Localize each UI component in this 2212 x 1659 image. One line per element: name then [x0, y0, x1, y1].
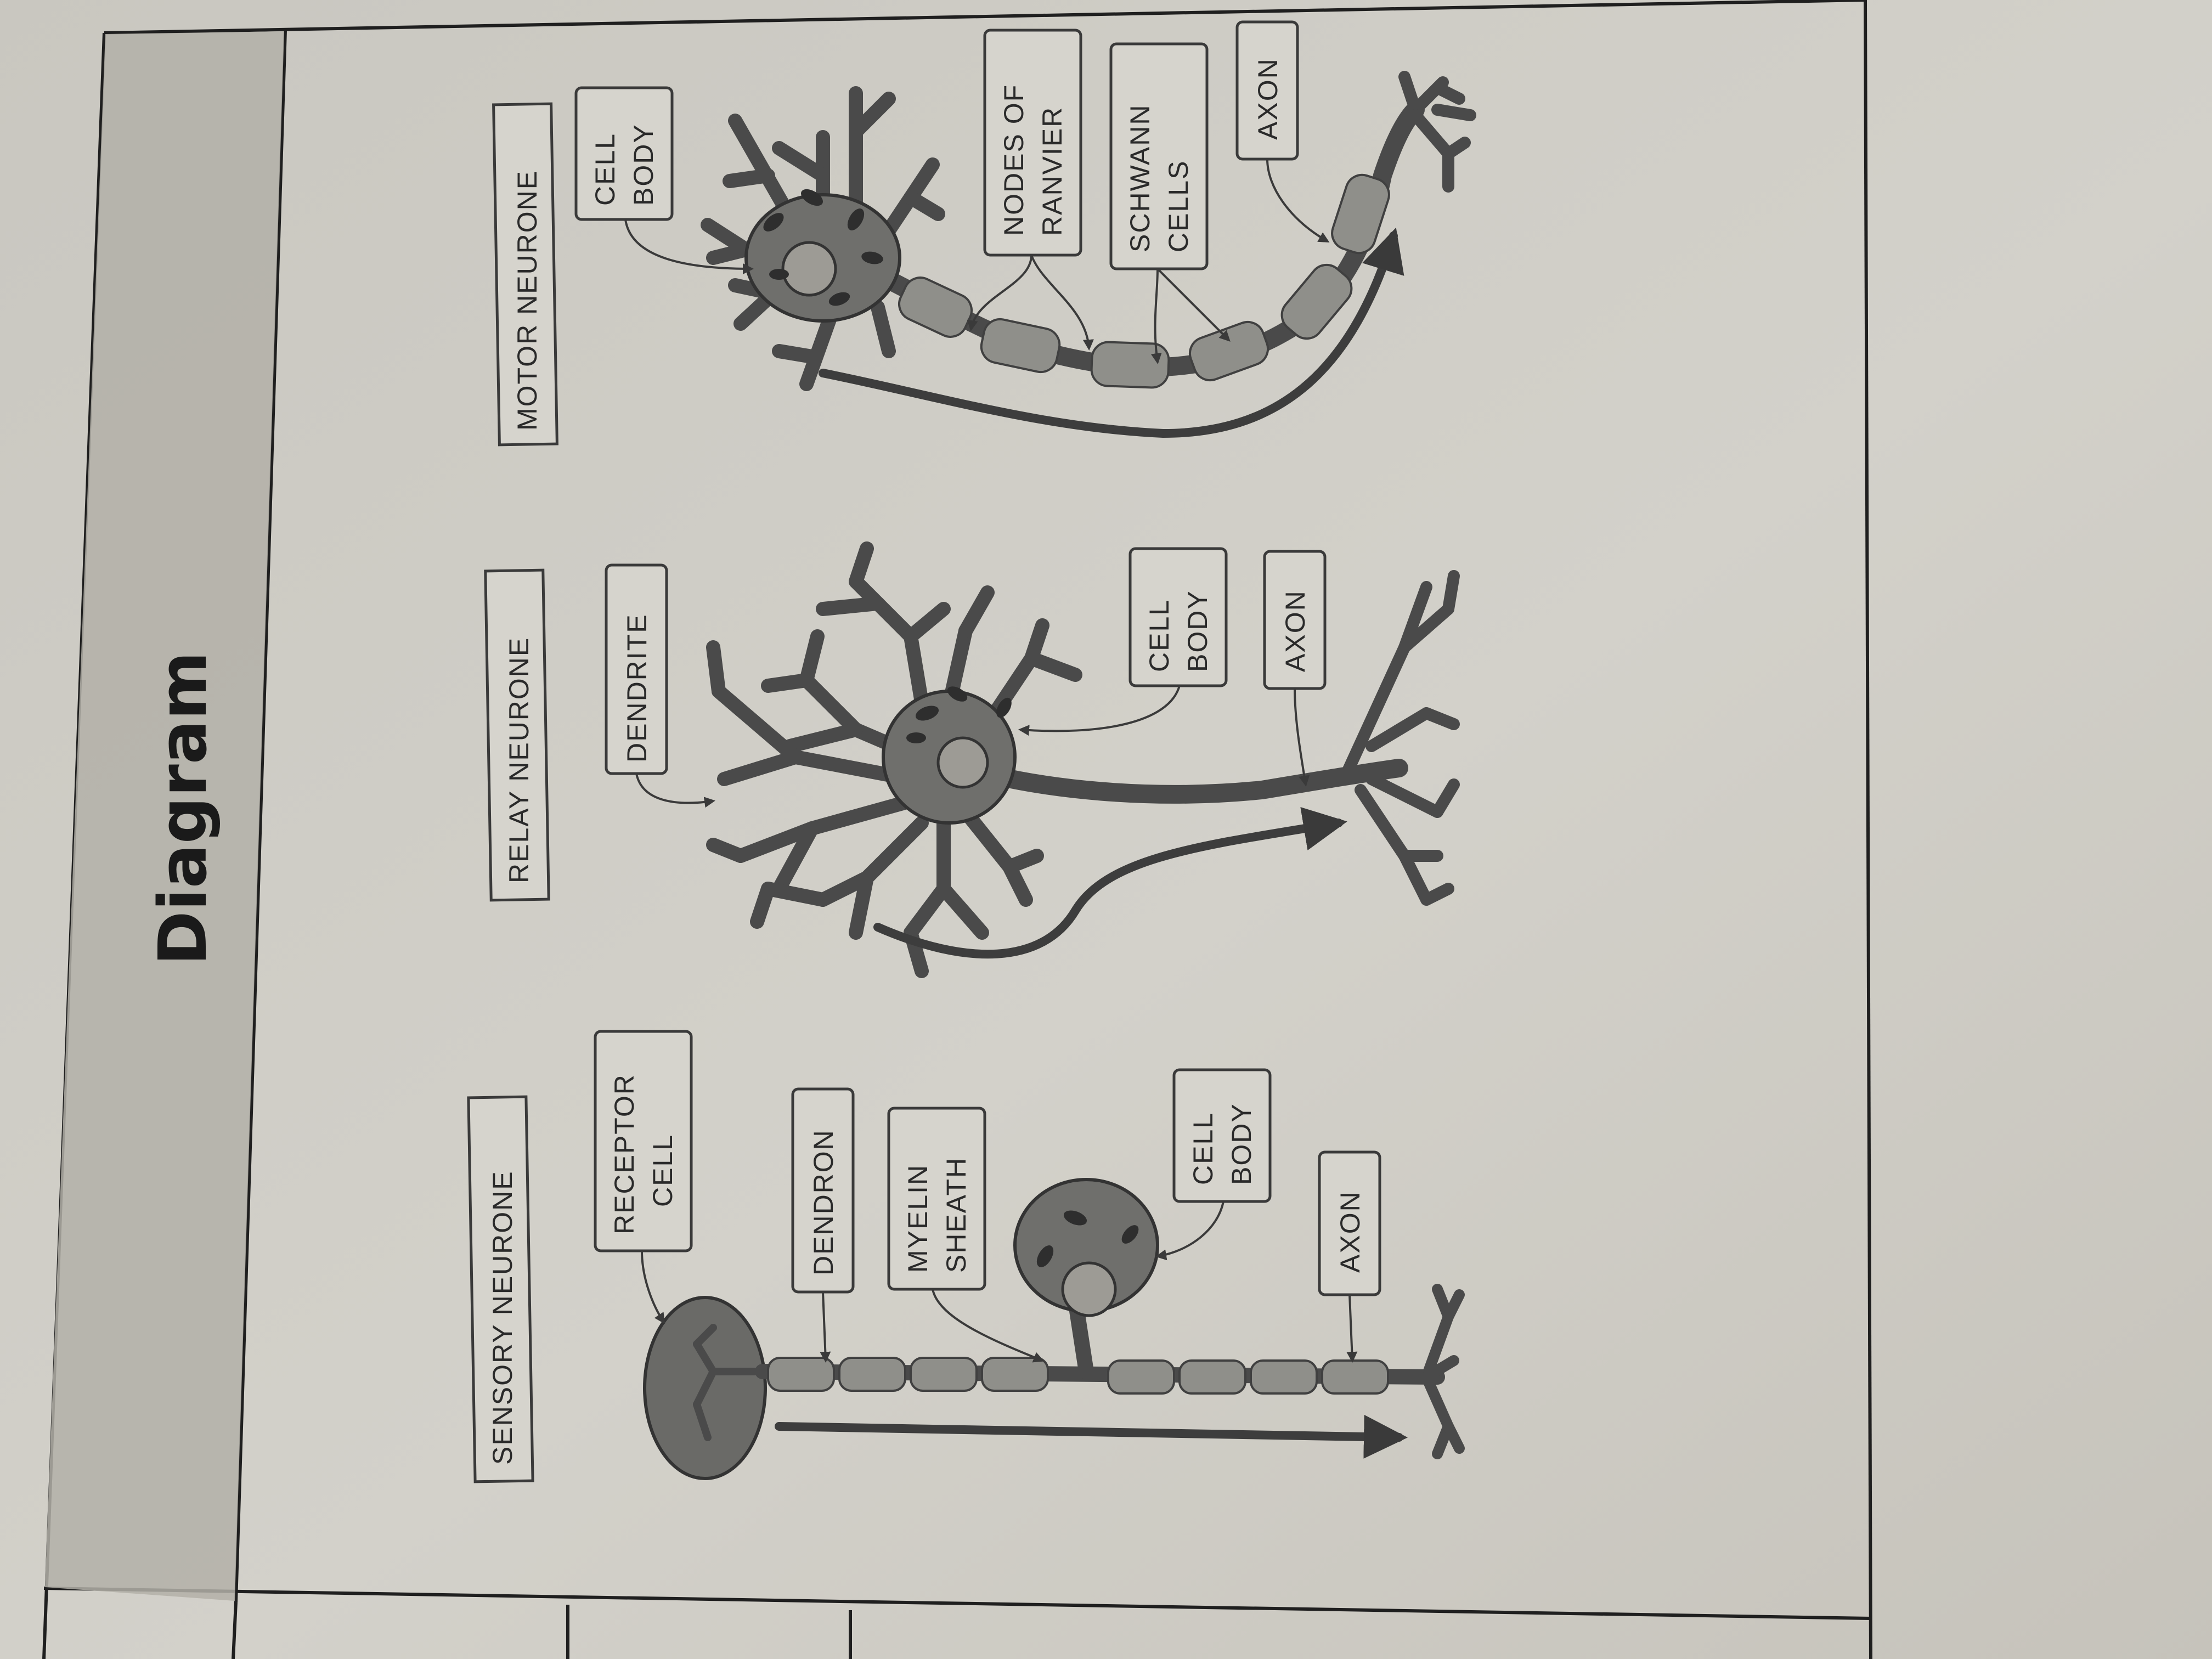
sensory-label-myelin-sheath: MYELIN SHEATH — [887, 1107, 1045, 1363]
sensory-label-axon: AXON — [1318, 1150, 1381, 1363]
sensory-neurone: SENSORY NEURONE — [467, 1030, 1465, 1483]
motor-neurone: MOTOR NEURONE — [492, 20, 1476, 447]
svg-text:CELLS: CELLS — [1163, 160, 1194, 252]
sensory-direction-arrow — [775, 1414, 1408, 1459]
motor-label-axon: AXON — [1235, 20, 1330, 242]
motor-schwann-cells — [898, 173, 1390, 389]
motor-granules — [763, 189, 883, 306]
motor-label-schwann-cells: SCHWANN CELLS — [1109, 42, 1231, 364]
sensory-neurone-title: SENSORY NEURONE — [487, 1170, 518, 1465]
svg-text:CELL: CELL — [1144, 599, 1175, 672]
sensory-label-receptor-cell: RECEPTOR CELL — [594, 1030, 693, 1324]
svg-text:CELL: CELL — [1188, 1112, 1218, 1185]
svg-text:BODY: BODY — [628, 123, 659, 206]
svg-text:RECEPTOR: RECEPTOR — [609, 1074, 640, 1234]
svg-text:SHEATH: SHEATH — [941, 1157, 972, 1273]
svg-text:BODY: BODY — [1226, 1103, 1257, 1185]
header-column — [45, 31, 284, 1601]
svg-text:MYELIN: MYELIN — [902, 1164, 933, 1273]
svg-text:AXON: AXON — [1252, 58, 1283, 140]
sensory-label-dendron: DENDRON — [791, 1087, 855, 1363]
relay-granules — [906, 686, 1012, 743]
svg-text:SCHWANN: SCHWANN — [1125, 104, 1155, 252]
svg-text:AXON: AXON — [1280, 590, 1311, 672]
svg-text:DENDRON: DENDRON — [808, 1129, 839, 1276]
page-title: Diagram — [145, 651, 222, 966]
relay-label-dendrite: DENDRITE — [605, 563, 715, 808]
sensory-granules — [1036, 1210, 1139, 1267]
relay-label-cell-body: CELL BODY — [1018, 547, 1228, 736]
svg-text:BODY: BODY — [1182, 590, 1213, 672]
motor-neurone-title: MOTOR NEURONE — [512, 170, 543, 431]
svg-text:CELL: CELL — [647, 1134, 678, 1207]
table-frame — [42, 0, 1872, 1659]
relay-neurone-title: RELAY NEURONE — [504, 637, 534, 883]
svg-text:AXON: AXON — [1335, 1190, 1365, 1273]
svg-text:RANVIER: RANVIER — [1037, 106, 1068, 236]
relay-direction-arrow — [873, 807, 1347, 959]
svg-text:DENDRITE: DENDRITE — [622, 613, 652, 763]
motor-label-nodes-of-ranvier: NODES OF RANVIER — [967, 29, 1094, 351]
motor-label-cell-body: CELL BODY — [574, 86, 754, 274]
sensory-myelin-segments — [767, 1357, 1389, 1395]
sensory-label-cell-body: CELL BODY — [1155, 1068, 1272, 1261]
relay-axon — [956, 759, 1408, 804]
svg-text:CELL: CELL — [590, 133, 620, 206]
svg-text:NODES OF: NODES OF — [998, 84, 1029, 236]
relay-label-axon: AXON — [1263, 550, 1327, 787]
relay-neurone: RELAY NEURONE — [484, 541, 1460, 978]
motor-direction-arrow — [819, 227, 1404, 438]
